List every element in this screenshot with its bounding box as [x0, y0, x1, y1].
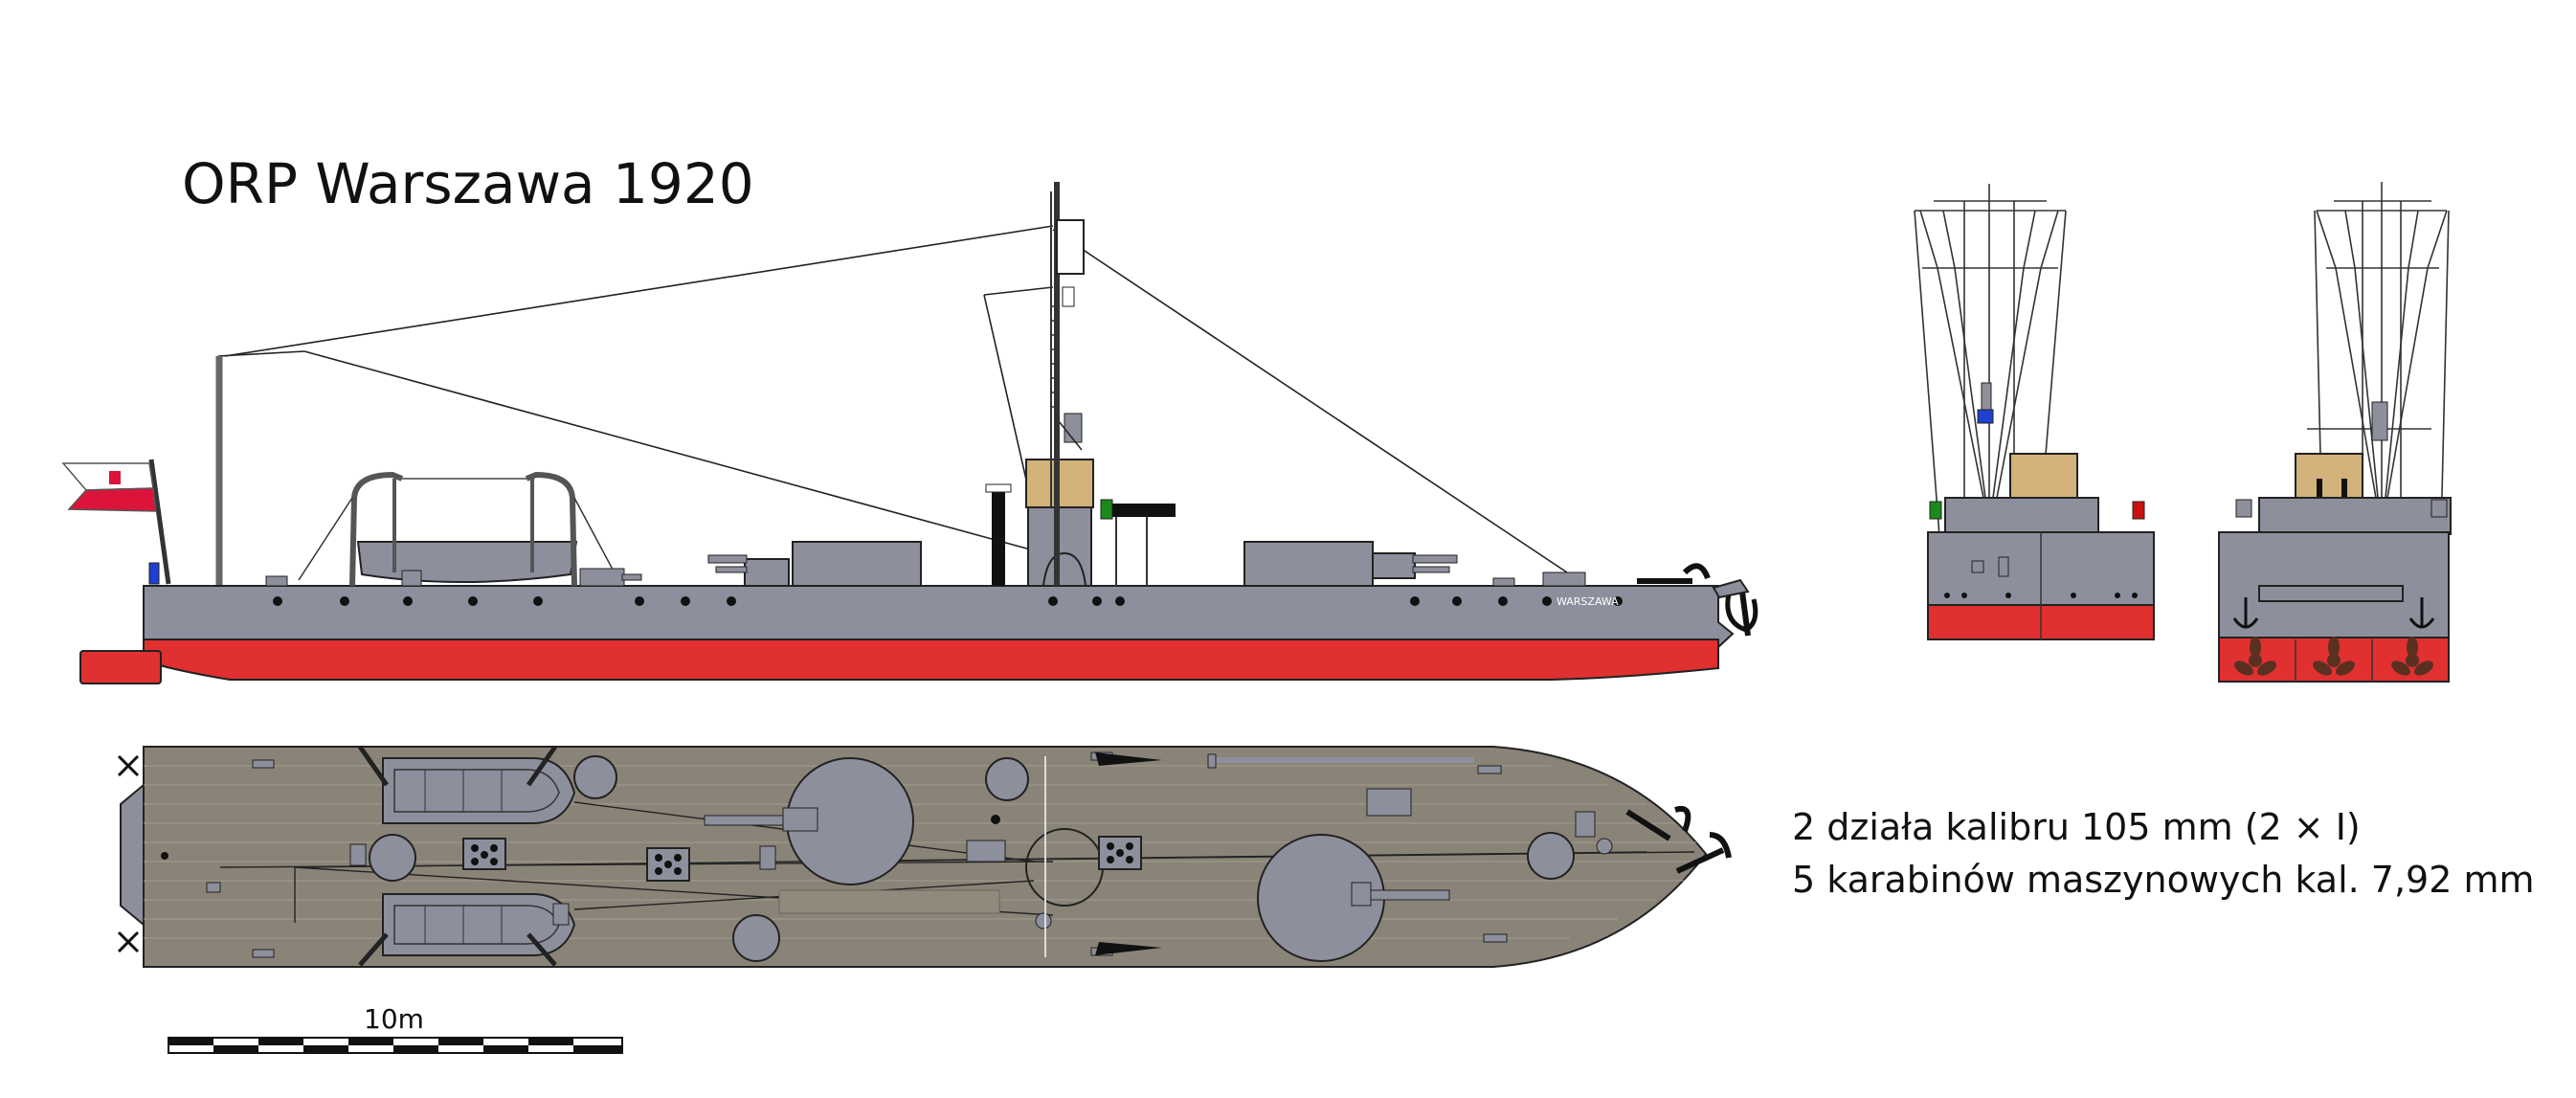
stern-view [1914, 184, 2155, 640]
funnel [992, 490, 1005, 586]
armament-line-1: 2 działa kalibru 105 mm (2 × I) [1792, 806, 2361, 848]
polish-naval-ensign-icon [61, 462, 157, 512]
page-title: ORP Warszawa 1920 [182, 151, 754, 216]
propeller-icon [2234, 637, 2433, 676]
forward-gun-side [1372, 552, 1458, 579]
side-profile-view: WARSZAWA [61, 182, 1758, 684]
mooring-bitt [117, 754, 140, 953]
ships-boat-side [298, 471, 619, 587]
lifeboat [382, 893, 576, 956]
scale-label: 10m [364, 1003, 424, 1035]
scale-bar: 10m [168, 1003, 623, 1054]
bow-view [2218, 182, 2452, 683]
rigging-lines [217, 225, 1571, 575]
skylight-hatch [1098, 836, 1142, 870]
starboard-light [1929, 501, 1942, 520]
bowsprit [1712, 578, 1750, 599]
skylight-hatch [462, 838, 506, 870]
rudder [79, 650, 162, 684]
deck-grating [778, 889, 1000, 914]
anchor-icon [2232, 597, 2435, 629]
stern-light [148, 562, 160, 585]
aft-deckhouse [792, 541, 922, 587]
forward-deckhouse [1243, 541, 1374, 587]
signal-bar [1112, 504, 1176, 517]
skylight-hatch [646, 847, 690, 882]
portholes [273, 596, 1623, 606]
hull-antifouling [143, 639, 1719, 681]
armament-line-2: 5 karabinów maszynowych kal. 7,92 mm [1792, 859, 2535, 901]
aft-fitting [265, 575, 288, 587]
masthead-platform [1056, 219, 1085, 275]
aft-gun-side [707, 554, 790, 587]
mast-ladder [1051, 305, 1057, 408]
starboard-light [1100, 499, 1113, 520]
stern-light [1977, 409, 1994, 424]
lifeboat [382, 757, 576, 824]
port-light [2132, 501, 2145, 520]
hull-name-label: WARSZAWA [1557, 595, 1619, 608]
deck-plan-view [117, 745, 1732, 968]
anchor-icon [1625, 806, 1732, 874]
